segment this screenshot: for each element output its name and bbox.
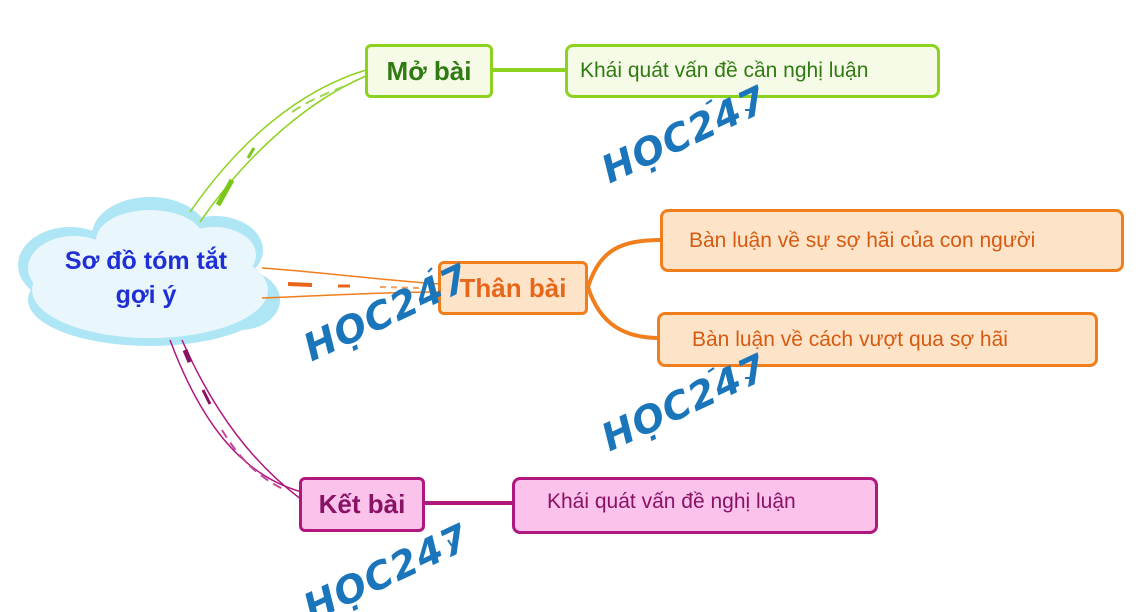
leaf-than-bai-1-text: Bàn luận về sự sợ hãi của con người xyxy=(689,228,1036,252)
leaf-mo-bai-1-text: Khái quát vấn đề cần nghị luận xyxy=(580,59,869,82)
connector-ket-bai xyxy=(169,339,514,505)
leaf-than-bai-1[interactable]: Bàn luận về sự sợ hãi của con người xyxy=(660,209,1124,272)
topic-ket-bai[interactable]: Kết bài xyxy=(299,477,425,532)
topic-mo-bai[interactable]: Mở bài xyxy=(365,44,493,98)
root-label-line2: gợi ý xyxy=(115,281,177,309)
leaf-ket-bai-1-text: Khái quát vấn đề nghị luận xyxy=(547,490,796,513)
leaf-ket-bai-1[interactable]: Khái quát vấn đề nghị luận xyxy=(512,477,878,534)
connector-than-bai xyxy=(261,238,663,340)
root-label-line1: Sơ đồ tóm tắt xyxy=(64,247,228,275)
root-node[interactable]: Sơ đồ tóm tắt gợi ý xyxy=(18,244,274,312)
root-cloud-shape xyxy=(18,197,280,346)
topic-ket-bai-label: Kết bài xyxy=(318,489,406,519)
topic-than-bai-label: Thân bài xyxy=(459,272,567,303)
leaf-than-bai-2[interactable]: Bàn luận về cách vượt qua sợ hãi xyxy=(657,312,1098,367)
topic-mo-bai-label: Mở bài xyxy=(386,55,472,86)
leaf-than-bai-2-text: Bàn luận về cách vượt qua sợ hãi xyxy=(692,327,1008,351)
connector-mo-bai xyxy=(189,68,566,223)
topic-than-bai[interactable]: Thân bài xyxy=(438,261,588,315)
watermark-accents xyxy=(427,99,750,547)
leaf-mo-bai-1[interactable]: Khái quát vấn đề cần nghị luận xyxy=(565,44,940,98)
